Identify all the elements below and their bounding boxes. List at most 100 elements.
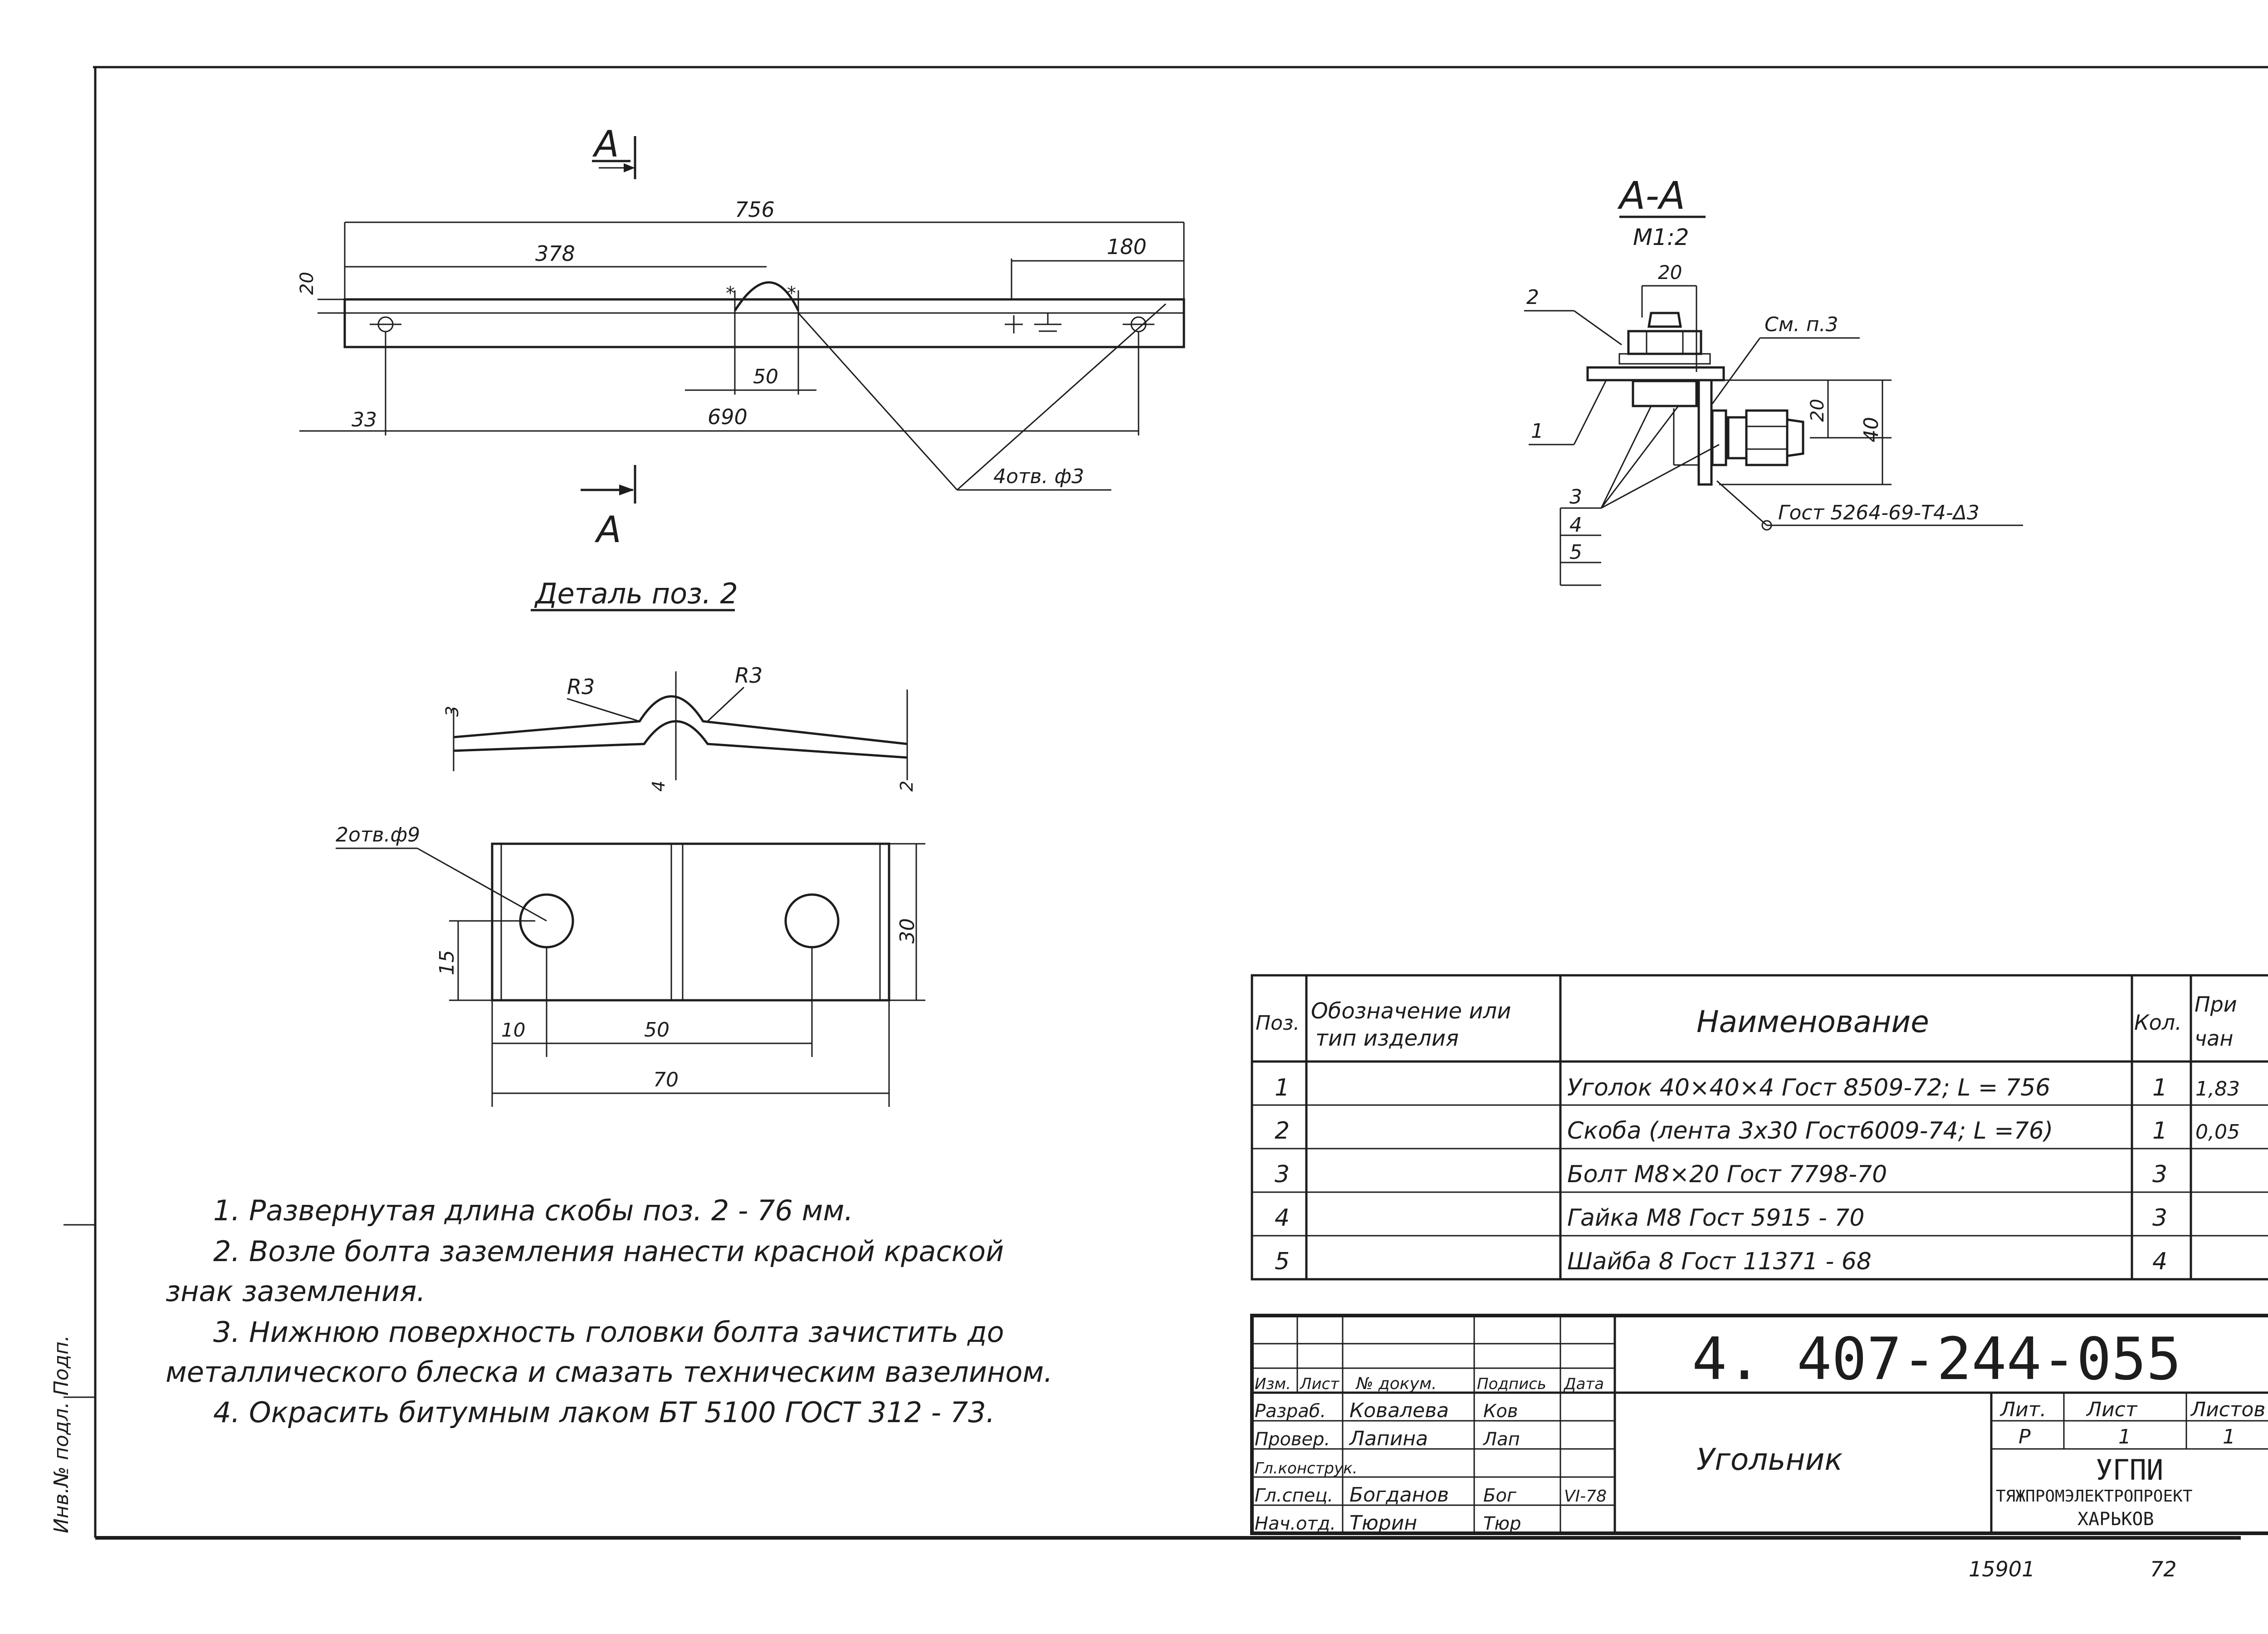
- dim-15: 15: [435, 950, 459, 975]
- svg-text:4: 4: [2152, 1248, 2167, 1275]
- section-aa: А-А М1:2 20 20 40: [1524, 173, 2023, 586]
- svg-text:3: 3: [2152, 1204, 2167, 1232]
- dim-50-view-a: 50: [753, 365, 778, 388]
- section-pos-5: 5: [1569, 541, 1582, 564]
- col-note-header: При: [2195, 992, 2237, 1017]
- tb-col-date: Дата: [1563, 1375, 1604, 1393]
- thickness-right: 2: [897, 781, 917, 792]
- tb-lit-label: Лит.: [1999, 1398, 2046, 1421]
- tb-sheets-label: Листов: [2190, 1398, 2265, 1421]
- tb-sheet-value: 1: [2118, 1425, 2131, 1448]
- ground-symbol-icon: [1005, 313, 1061, 333]
- note-2: 2. Возле болта заземления нанести красно…: [213, 1235, 1004, 1268]
- col-pos-header: Поз.: [1256, 1012, 1300, 1035]
- table-row: 1 Уголок 40×40×4 Гост 8509-72; L = 756 1…: [1275, 1074, 2240, 1101]
- detail-pos2: Деталь поз. 2 R3 R3 3 4 2 2отв.ф9 15: [336, 577, 925, 1107]
- strip-plan: [491, 842, 890, 1002]
- dim-70: 70: [653, 1068, 679, 1091]
- nut-side: [1745, 409, 1789, 466]
- section-title: А-А: [1617, 173, 1685, 218]
- sheet-frame: [64, 66, 2268, 1540]
- dim-30: 30: [896, 918, 919, 944]
- section-note-ref: См. п.3: [1765, 313, 1838, 336]
- svg-text:2: 2: [1275, 1117, 1290, 1145]
- dim-20-view-a: 20: [297, 272, 318, 295]
- org-name: УГПИ: [2096, 1453, 2163, 1487]
- note-3: 3. Нижнюю поверхность головки болта зачи…: [213, 1316, 1004, 1349]
- tb-date: VI-78: [1564, 1487, 1607, 1506]
- tb-person-5: Тюрин: [1349, 1512, 1417, 1535]
- section-pos-4: 4: [1569, 514, 1582, 537]
- tb-role-2: Провер.: [1255, 1429, 1330, 1450]
- angle-outline: [343, 298, 1185, 348]
- svg-text:Уголок 40×40×4 Гост 8509-72; L: Уголок 40×40×4 Гост 8509-72; L = 756: [1567, 1074, 2050, 1101]
- col-designation-header: Обозначение или: [1311, 998, 1511, 1024]
- dim-378: 378: [535, 241, 575, 266]
- angle-leg-vertical: [1697, 379, 1713, 486]
- nut-top: [1627, 330, 1702, 355]
- tb-col-doc: № докум.: [1355, 1375, 1437, 1393]
- col-name-header: Наименование: [1696, 1004, 1929, 1039]
- org-city: ХАРЬКОВ: [2077, 1509, 2154, 1530]
- bracket-profile-top: [453, 695, 908, 745]
- svg-text:Гайка М8 Гост 5915 - 70: Гайка М8 Гост 5915 - 70: [1567, 1204, 1864, 1232]
- title-block: Изм. Лист № докум. Подпись Дата Разраб. …: [1250, 1314, 2268, 1535]
- left-margin-stamp: Инв.№ подл. Подп.: [50, 1335, 73, 1533]
- section-pos-2: 2: [1526, 286, 1539, 309]
- note-1: 1. Развернутая длина скобы поз. 2 - 76 м…: [213, 1194, 853, 1227]
- col-note-header-2: чан: [2195, 1026, 2233, 1051]
- holes-note-view-a: 4отв. ф3: [993, 465, 1084, 488]
- dim-50-detail: 50: [644, 1018, 670, 1042]
- thickness-left: 3: [442, 706, 462, 717]
- bottom-page: 72: [2150, 1557, 2177, 1581]
- table-row: 5 Шайба 8 Гост 11371 - 68 4: [1275, 1248, 2167, 1275]
- section-arrow-icon: [619, 484, 634, 495]
- tb-sign-2: Лап: [1482, 1429, 1520, 1450]
- svg-text:3: 3: [1275, 1161, 1290, 1188]
- col-qty-header: Кол.: [2134, 1010, 2182, 1035]
- dim-33: 33: [352, 408, 377, 431]
- tb-sign-4: Бог: [1483, 1485, 1517, 1506]
- tb-person-2: Лапина: [1349, 1427, 1428, 1450]
- part-name: Угольник: [1696, 1442, 1843, 1477]
- dim-690: 690: [708, 405, 748, 429]
- doc-number: 4. 407-244-055: [1692, 1326, 2181, 1393]
- svg-text:Скоба (лента 3х30 Гост6009-74;: Скоба (лента 3х30 Гост6009-74; L =76): [1567, 1117, 2053, 1145]
- svg-text:Болт М8×20 Гост 7798-70: Болт М8×20 Гост 7798-70: [1567, 1161, 1887, 1188]
- svg-text:*: *: [787, 283, 796, 304]
- section-mark-bottom: А: [594, 509, 621, 551]
- svg-text:1: 1: [2152, 1117, 2167, 1145]
- table-row: 3 Болт М8×20 Гост 7798-70 3: [1275, 1161, 2167, 1188]
- tb-lit-value: Р: [2019, 1425, 2031, 1448]
- radius-right: R3: [735, 663, 763, 688]
- section-dim-20-side: 20: [1807, 399, 1828, 422]
- bracket-profile-bottom: [453, 720, 908, 759]
- bolt-head-bottom: [1632, 380, 1698, 407]
- section-mark-top: А: [592, 123, 619, 165]
- svg-text:*: *: [726, 283, 735, 304]
- dim-180: 180: [1107, 235, 1147, 259]
- tb-role-3: Гл.конструк.: [1255, 1459, 1358, 1477]
- angle-leg-horizontal: [1586, 366, 1725, 382]
- note-4: 4. Окрасить битумным лаком БТ 5100 ГОСТ …: [213, 1396, 995, 1429]
- strip-holes-note: 2отв.ф9: [336, 823, 420, 846]
- org-full-name: ТЯЖПРОМЭЛЕКТРОПРОЕКТ: [1996, 1487, 2192, 1506]
- tb-person-1: Ковалева: [1349, 1399, 1449, 1422]
- tb-col-list: Лист: [1299, 1375, 1339, 1393]
- note-2-cont: знак заземления.: [166, 1275, 425, 1308]
- section-pos-1: 1: [1531, 420, 1544, 443]
- tb-sign-5: Тюр: [1483, 1513, 1521, 1534]
- dim-756: 756: [735, 197, 775, 222]
- svg-text:0,05: 0,05: [2195, 1120, 2240, 1144]
- bracket-bump: [733, 281, 800, 312]
- svg-text:1: 1: [2152, 1074, 2167, 1101]
- tb-role-4: Гл.спец.: [1255, 1485, 1333, 1506]
- svg-text:3: 3: [2152, 1161, 2167, 1188]
- thickness-mid: 4: [649, 781, 669, 792]
- dim-10: 10: [501, 1019, 525, 1041]
- tb-col-izm: Изм.: [1255, 1375, 1291, 1393]
- note-3-cont: металлического блеска и смазать техничес…: [166, 1355, 1053, 1389]
- technical-notes: 1. Развернутая длина скобы поз. 2 - 76 м…: [166, 1194, 1053, 1429]
- detail-title: Деталь поз. 2: [534, 577, 738, 610]
